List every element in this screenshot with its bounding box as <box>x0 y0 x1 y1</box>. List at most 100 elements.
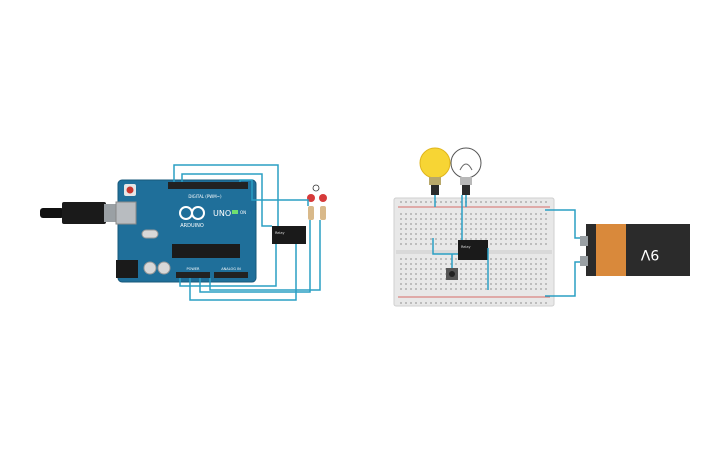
breadboard-hole <box>475 273 477 275</box>
breadboard-hole <box>460 213 462 215</box>
breadboard-hole <box>525 213 527 215</box>
battery-9v[interactable]: 9V <box>580 224 690 276</box>
breadboard-hole <box>435 243 437 245</box>
breadboard-hole <box>495 233 497 235</box>
relay-left[interactable]: Relay <box>272 226 306 244</box>
breadboard-hole <box>505 201 507 203</box>
breadboard-circuit: Relay 9V <box>393 147 690 307</box>
bulb-lit[interactable] <box>419 147 451 195</box>
breadboard-hole <box>540 243 542 245</box>
breadboard-hole <box>500 243 502 245</box>
led-2[interactable] <box>319 194 327 202</box>
breadboard-hole <box>525 223 527 225</box>
breadboard-hole <box>530 228 532 230</box>
breadboard-hole <box>545 201 547 203</box>
bulb-unlit[interactable] <box>450 147 482 195</box>
breadboard-hole <box>485 302 487 304</box>
breadboard-hole <box>505 243 507 245</box>
breadboard-hole <box>435 302 437 304</box>
breadboard-hole <box>410 213 412 215</box>
breadboard-hole <box>405 218 407 220</box>
breadboard-hole <box>440 218 442 220</box>
breadboard-hole <box>545 273 547 275</box>
breadboard-hole <box>425 201 427 203</box>
breadboard-hole <box>410 273 412 275</box>
breadboard-hole <box>505 223 507 225</box>
breadboard-hole <box>435 288 437 290</box>
breadboard-hole <box>445 243 447 245</box>
breadboard-hole <box>510 201 512 203</box>
breadboard-hole <box>515 218 517 220</box>
breadboard-hole <box>400 283 402 285</box>
breadboard-hole <box>535 258 537 260</box>
led-pair[interactable] <box>307 184 327 202</box>
arduino-board[interactable]: DIGITAL (PWM~) ARDUINO UNO ON POWER ANAL… <box>115 179 257 283</box>
breadboard-hole <box>540 218 542 220</box>
breadboard-hole <box>520 218 522 220</box>
breadboard-hole <box>485 288 487 290</box>
breadboard-hole <box>495 218 497 220</box>
breadboard-hole <box>515 233 517 235</box>
analog-header-label: ANALOG IN <box>221 267 241 271</box>
breadboard-hole <box>430 258 432 260</box>
breadboard-hole <box>485 238 487 240</box>
breadboard-hole <box>475 233 477 235</box>
led-1[interactable] <box>307 194 315 202</box>
breadboard-hole <box>450 228 452 230</box>
breadboard-hole <box>505 238 507 240</box>
relay-right[interactable]: Relay <box>458 240 488 260</box>
breadboard-hole <box>480 201 482 203</box>
breadboard-hole <box>465 233 467 235</box>
resistor-1[interactable] <box>308 206 314 220</box>
breadboard-hole <box>515 273 517 275</box>
breadboard-hole <box>465 238 467 240</box>
breadboard-hole <box>440 201 442 203</box>
breadboard-hole <box>495 273 497 275</box>
breadboard-hole <box>525 302 527 304</box>
breadboard-hole <box>475 302 477 304</box>
breadboard-hole <box>415 223 417 225</box>
breadboard-hole <box>440 258 442 260</box>
breadboard-hole <box>450 288 452 290</box>
breadboard-hole <box>465 263 467 265</box>
breadboard-hole <box>410 201 412 203</box>
breadboard-hole <box>410 263 412 265</box>
breadboard-hole <box>450 263 452 265</box>
breadboard-hole <box>530 268 532 270</box>
breadboard-hole <box>405 213 407 215</box>
resistor-2[interactable] <box>320 206 326 220</box>
breadboard-hole <box>490 218 492 220</box>
breadboard-hole <box>485 273 487 275</box>
breadboard-hole <box>405 258 407 260</box>
breadboard-hole <box>480 268 482 270</box>
breadboard-hole <box>445 213 447 215</box>
breadboard-hole <box>535 302 537 304</box>
breadboard-hole <box>510 243 512 245</box>
breadboard-hole <box>535 278 537 280</box>
breadboard-hole <box>415 213 417 215</box>
breadboard-hole <box>410 233 412 235</box>
breadboard-hole <box>505 273 507 275</box>
breadboard-hole <box>525 268 527 270</box>
breadboard-hole <box>470 278 472 280</box>
breadboard-hole <box>440 288 442 290</box>
breadboard-hole <box>540 278 542 280</box>
breadboard-hole <box>545 213 547 215</box>
breadboard-hole <box>490 223 492 225</box>
breadboard-hole <box>420 288 422 290</box>
breadboard-hole <box>485 228 487 230</box>
breadboard-hole <box>520 238 522 240</box>
breadboard-hole <box>425 243 427 245</box>
breadboard-hole <box>480 263 482 265</box>
breadboard-hole <box>425 302 427 304</box>
breadboard-hole <box>495 263 497 265</box>
breadboard-hole <box>400 278 402 280</box>
breadboard-hole <box>420 243 422 245</box>
resistors[interactable] <box>308 206 326 220</box>
breadboard-hole <box>480 223 482 225</box>
breadboard-hole <box>525 233 527 235</box>
push-button[interactable] <box>446 268 458 280</box>
breadboard-hole <box>440 268 442 270</box>
breadboard-hole <box>400 258 402 260</box>
breadboard-hole <box>545 238 547 240</box>
